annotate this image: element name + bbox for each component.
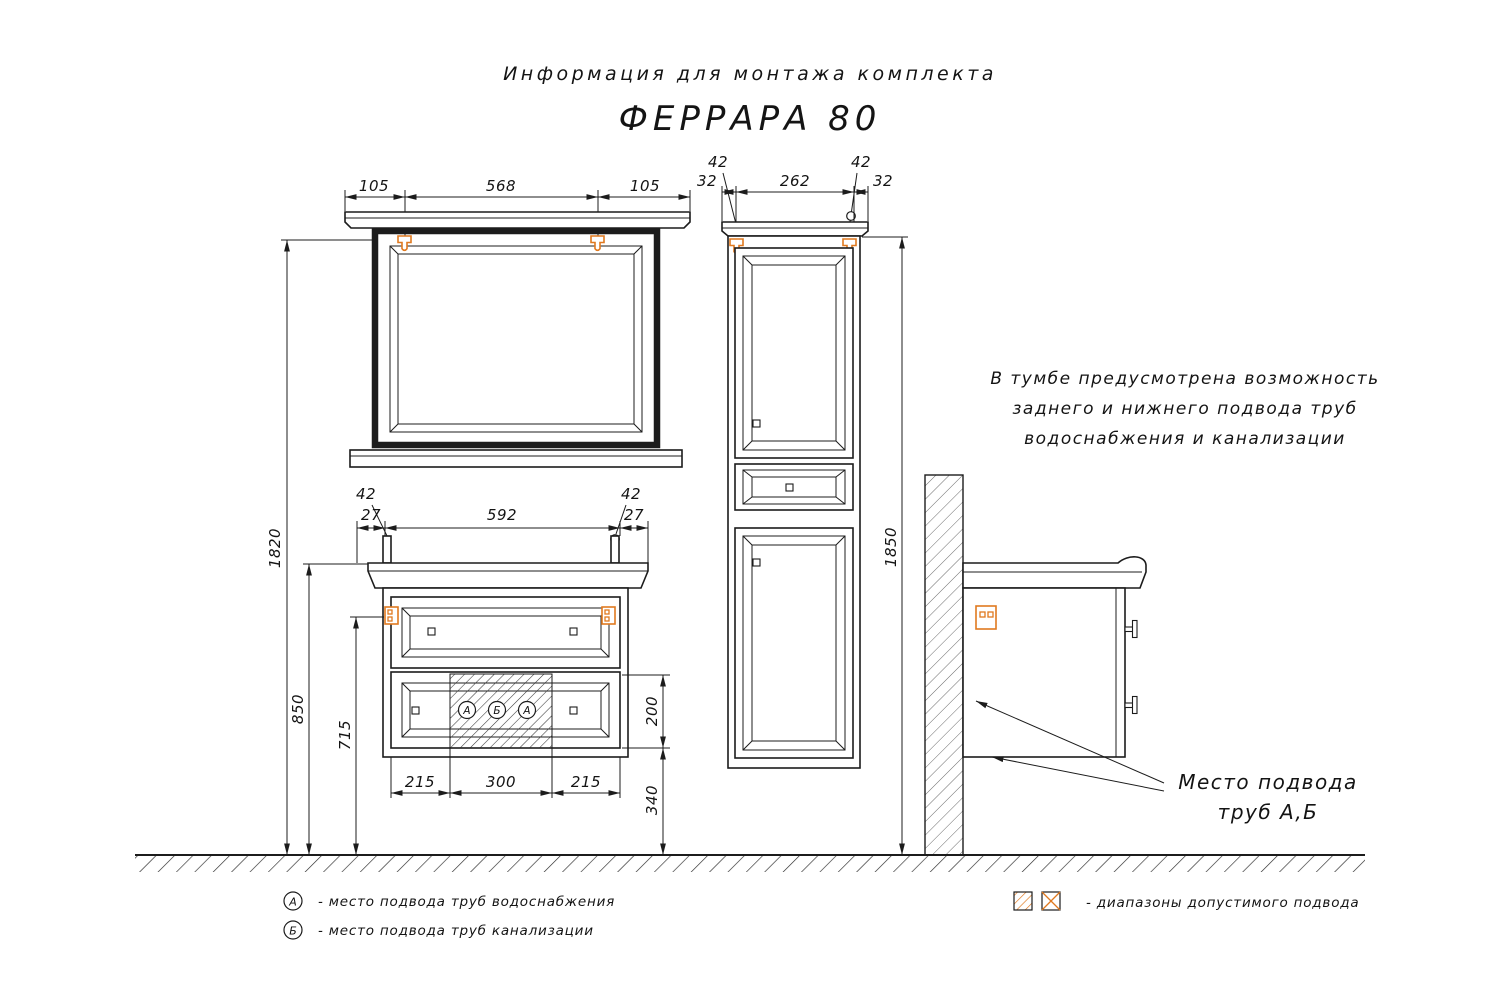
pipe-marker-a (457, 700, 477, 720)
handle-icon (427, 627, 436, 636)
callout-arrow (975, 700, 1165, 784)
legend-marker-b-label: Б (289, 925, 297, 938)
legend-marker-a-label: А (288, 896, 297, 909)
pipe-marker-a-left-label: А (462, 705, 470, 717)
legend-range-text: - диапазоны допустимого подвода (1086, 895, 1359, 911)
title-block: Информация для монтажа комплекта ФЕРРАРА… (503, 63, 997, 139)
dim-column-height: 1850 (882, 527, 900, 567)
drawing-title: Информация для монтажа комплекта (503, 63, 997, 85)
dim-column-bracket-left: 42 (708, 153, 728, 171)
callout-line-1: Место подвода (1178, 770, 1358, 794)
note-line-3: водоснабжения и канализации (1024, 429, 1346, 449)
mounting-hook-icon (397, 235, 412, 252)
dim-vanity-top-span: 592 (487, 506, 517, 524)
mirror-view: 105 568 105 1820 (266, 177, 691, 855)
mounting-bracket-icon (384, 606, 399, 625)
pipe-marker-b (487, 700, 507, 720)
handle-icon (1124, 619, 1138, 639)
dim-vanity-bracket-height: 715 (336, 720, 354, 750)
mounting-hook-icon (590, 235, 605, 252)
legend-water-text: - место подвода труб водоснабжения (318, 894, 615, 910)
handle-icon (752, 558, 761, 567)
dim-vanity-bracket-left: 42 (356, 485, 376, 503)
bracket-post (610, 535, 620, 564)
legend-sewer-text: - место подвода труб канализации (318, 923, 594, 939)
dim-vanity-total-height: 850 (289, 694, 307, 724)
dim-vanity-top-right: 27 (624, 506, 644, 524)
legend-hatch-swatch (1013, 891, 1033, 911)
side-view: В тумбе предусмотрена возможность заднег… (924, 369, 1379, 856)
pipe-marker-b-label: Б (493, 705, 500, 717)
dim-vanity-bottom-center: 300 (486, 773, 516, 791)
dim-column-top-right: 32 (873, 172, 893, 190)
dim-mirror-left: 105 (359, 177, 389, 195)
dim-vanity-bracket-right: 42 (621, 485, 641, 503)
dim-column-top-left: 32 (697, 172, 717, 190)
vanity-extension-lines (356, 521, 649, 563)
dim-mirror-span: 568 (486, 177, 516, 195)
dim-vanity-drawer-height: 200 (643, 696, 661, 726)
dim-vanity-bottom-right: 215 (571, 773, 601, 791)
bracket-post (382, 535, 392, 564)
dim-column-top-span: 262 (780, 172, 810, 190)
dim-mirror-right: 105 (630, 177, 660, 195)
handle-icon (1124, 695, 1138, 715)
dim-vanity-plinth-height: 340 (643, 785, 661, 815)
dim-mirror-height: 1820 (266, 528, 284, 568)
note-line-1: В тумбе предусмотрена возможность (990, 369, 1379, 389)
mirror-cornice (344, 211, 691, 229)
note-line-2: заднего и нижнего подвода труб (1012, 399, 1357, 419)
mirror-shelf (349, 449, 683, 468)
ground (135, 854, 1365, 872)
bracket-hole-mark (846, 211, 856, 221)
callout-arrow (991, 756, 1165, 792)
callout-line-2: труб А,Б (1218, 800, 1319, 824)
mirror-frame-inner (389, 245, 643, 433)
handle-icon (411, 706, 420, 715)
legend-marker-b (283, 920, 303, 940)
handle-icon (569, 627, 578, 636)
column-drawer (734, 463, 854, 511)
mounting-bracket-icon (601, 606, 616, 625)
handle-icon (569, 706, 578, 715)
handle-icon (752, 419, 761, 428)
dim-column-bracket-right: 42 (851, 153, 871, 171)
product-name: ФЕРРАРА 80 (619, 99, 882, 139)
wall-section (924, 474, 964, 856)
mirror-frame-outer (371, 227, 661, 449)
mirror-glass (397, 253, 635, 425)
ground-hatch (135, 856, 1365, 872)
legend: А - место подвода труб водоснабжения Б -… (283, 891, 1359, 940)
dim-vanity-top-left: 27 (361, 506, 381, 524)
mounting-bracket-icon (975, 605, 997, 630)
vanity-view: 42 42 27 592 27 (289, 485, 670, 855)
pipe-marker-a-right-label: А (522, 705, 530, 717)
column-cornice (721, 221, 869, 237)
pipe-marker-a (517, 700, 537, 720)
dim-vanity-bottom-left: 215 (405, 773, 435, 791)
legend-marker-a (283, 891, 303, 911)
vanity-countertop (367, 562, 649, 589)
column-view: 42 42 32 262 32 (697, 153, 908, 855)
handle-icon (785, 483, 794, 492)
